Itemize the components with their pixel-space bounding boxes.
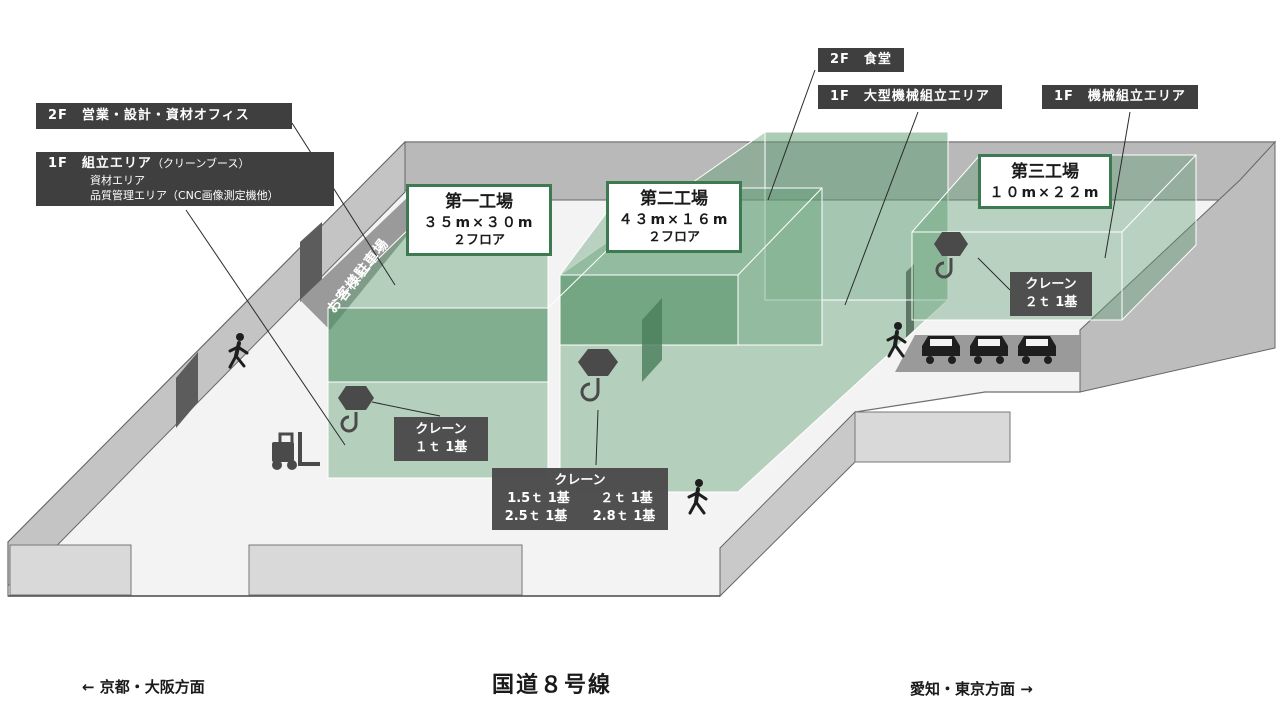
label-assembly-1f: 1F 組立エリア（クリーンブース） 資材エリア 品質管理エリア（CNC画像測定機…	[36, 152, 334, 206]
car-icon	[1018, 336, 1056, 364]
pedestrian-icon	[687, 479, 708, 515]
factory1-floors: ２フロア	[452, 233, 505, 248]
label-assembly-1f-note: （クリーンブース）	[151, 157, 250, 170]
crane1-line: １ｔ 1基	[414, 440, 468, 455]
label-cafeteria-2f: 2F 食堂	[818, 48, 904, 72]
crane-hook-icon	[578, 349, 618, 402]
label-assembly-1f-line1: 1F 組立エリア	[48, 156, 152, 171]
gate-back	[300, 222, 322, 302]
crane2-row2-b: 2.8ｔ 1基	[592, 509, 656, 524]
label-cafeteria-2f-text: 2F 食堂	[830, 52, 892, 67]
factory1-name: 第一工場	[445, 192, 513, 212]
entrance-strip	[300, 195, 440, 330]
gate-left	[176, 352, 198, 428]
road-direction-right: 愛知・東京方面 →	[910, 680, 1033, 698]
label-assembly-1f-line2: 資材エリア	[90, 174, 145, 187]
factory2-floors: ２フロア	[647, 230, 700, 245]
road-direction-left: ← 京都・大阪方面	[82, 678, 205, 696]
crane-info-factory1: クレーン １ｔ 1基	[394, 417, 488, 461]
crane-info-factory2: クレーン 1.5ｔ 1基 ２ｔ 1基 2.5ｔ 1基 2.8ｔ 1基	[492, 468, 668, 530]
label-office-2f: 2F 営業・設計・資材オフィス	[36, 103, 292, 129]
front-wall-right	[854, 411, 1011, 463]
label-large-assembly-1f: 1F 大型機械組立エリア	[818, 85, 1002, 109]
crane3-title: クレーン	[1025, 277, 1077, 292]
crane2-row2-a: 2.5ｔ 1基	[504, 509, 568, 524]
crane3-line: ２ｔ 1基	[1024, 295, 1078, 310]
front-wall-center	[248, 544, 523, 596]
factory3-name: 第三工場	[1011, 162, 1079, 182]
sign-factory2: 第二工場 ４３m×１６m ２フロア	[606, 181, 742, 253]
forklift-icon	[272, 432, 320, 470]
car-icon	[922, 336, 960, 364]
crane2-title: クレーン	[554, 473, 606, 488]
crane2-row1-a: 1.5ｔ 1基	[507, 491, 570, 506]
factory1-upper-front	[327, 307, 549, 383]
factory3-dims: １０m×２２m	[989, 185, 1101, 201]
factory2-name: 第二工場	[640, 189, 708, 209]
road-name: 国道８号線	[492, 673, 613, 698]
factory1-dims: ３５m×３０m	[423, 215, 535, 231]
crane-hook-icon	[338, 386, 374, 433]
pedestrian-icon	[228, 333, 249, 369]
label-large-assembly-1f-text: 1F 大型機械組立エリア	[830, 89, 990, 104]
leader-lines	[185, 69, 1131, 466]
front-wall-left	[9, 544, 132, 596]
crane2-row1-b: ２ｔ 1基	[600, 491, 653, 506]
sign-factory1: 第一工場 ３５m×３０m ２フロア	[406, 184, 552, 256]
factory2-door	[642, 298, 662, 382]
factory2-upper-front	[559, 274, 739, 346]
crane-hook-icon	[934, 232, 968, 279]
pedestrian-icon	[886, 322, 907, 358]
crane-info-factory3: クレーン ２ｔ 1基	[1010, 272, 1092, 316]
crane1-title: クレーン	[415, 422, 467, 437]
factory2-dims: ４３m×１６m	[618, 212, 730, 228]
factory2-backface	[764, 131, 949, 301]
label-assembly-1f-line3: 品質管理エリア（CNC画像測定機他）	[90, 189, 279, 202]
car-icon	[970, 336, 1008, 364]
label-machine-assembly-1f-text: 1F 機械組立エリア	[1054, 89, 1186, 104]
label-machine-assembly-1f: 1F 機械組立エリア	[1042, 85, 1198, 109]
label-office-2f-text: 2F 営業・設計・資材オフィス	[48, 108, 250, 123]
sign-factory3: 第三工場 １０m×２２m	[978, 154, 1112, 209]
